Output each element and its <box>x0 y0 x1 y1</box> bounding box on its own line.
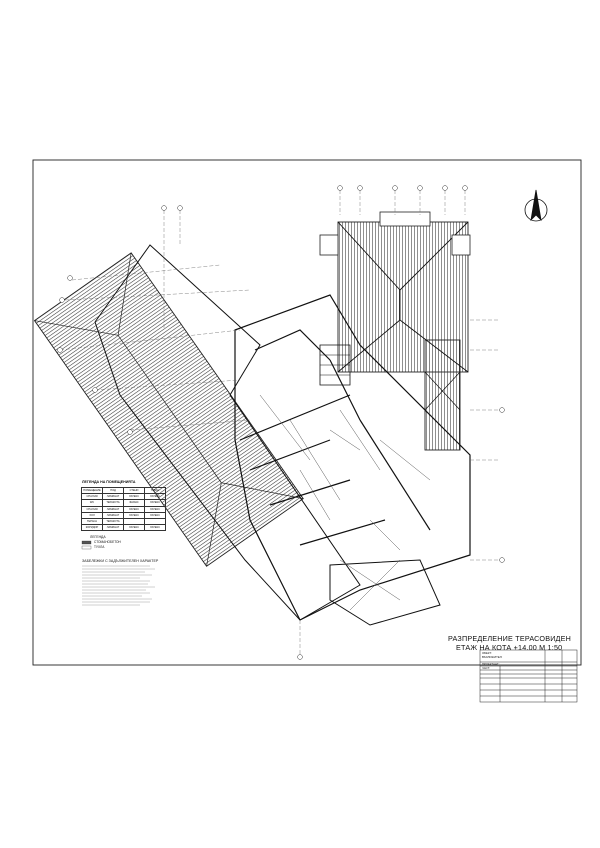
drawing-title-line1: РАЗПРЕДЕЛЕНИЕ ТЕРАСОВИДЕН <box>448 634 572 643</box>
title-block-row: ПРОЕКТАНТ: <box>482 662 500 666</box>
grid-lines <box>59 190 500 655</box>
drawing-title-line2: ЕТАЖ НА КОТА +14.00 М 1:50 <box>456 643 563 652</box>
swatch-brick <box>81 545 92 550</box>
right-roof <box>319 211 471 451</box>
table-row: КОРИДОР ЛАМИНАТ ЛАТЕКС ЛАТЕКС <box>81 524 166 532</box>
sheet-frame <box>32 159 582 666</box>
title-block-row: ЧАСТ: <box>482 666 491 670</box>
room-legend-table: ПОМЕЩЕНИЕ ПОД СТЕНИ ТАВАН СПАЛНЯ ЛАМИНАТ… <box>81 486 166 532</box>
north-arrow-icon <box>524 189 548 222</box>
title-block-grid <box>479 649 578 703</box>
room-legend-title: ЛЕГЕНДА НА ПОМЕЩЕНИЯТА <box>82 480 136 484</box>
grid-markers <box>57 185 505 660</box>
notes-title: ЗАБЕЛЕЖКИ С ЗАДЪЛЖИТЕЛЕН ХАРАКТЕР <box>82 559 159 563</box>
central-plan <box>234 294 471 626</box>
table-cell: ЛАМИНАТ <box>102 524 124 532</box>
title-block-row: ВЪЗЛОЖИТЕЛ: <box>482 655 503 659</box>
left-roof <box>33 252 304 567</box>
material-legend-title: ЛЕГЕНДА <box>90 535 106 539</box>
material-legend-concrete: СТОМАНОБЕТОН <box>94 540 121 544</box>
table-cell: КОРИДОР <box>81 524 103 532</box>
interior-details <box>259 394 431 611</box>
left-roof-outline <box>94 244 361 621</box>
title-block-row: ОБЕКТ: <box>482 651 492 655</box>
table-cell: ЛАТЕКС <box>123 524 145 532</box>
material-legend-brick: ТУХЛА <box>94 545 105 549</box>
notes-lines <box>82 565 155 606</box>
swatch-concrete <box>81 540 92 545</box>
table-cell: ЛАТЕКС <box>144 524 166 532</box>
